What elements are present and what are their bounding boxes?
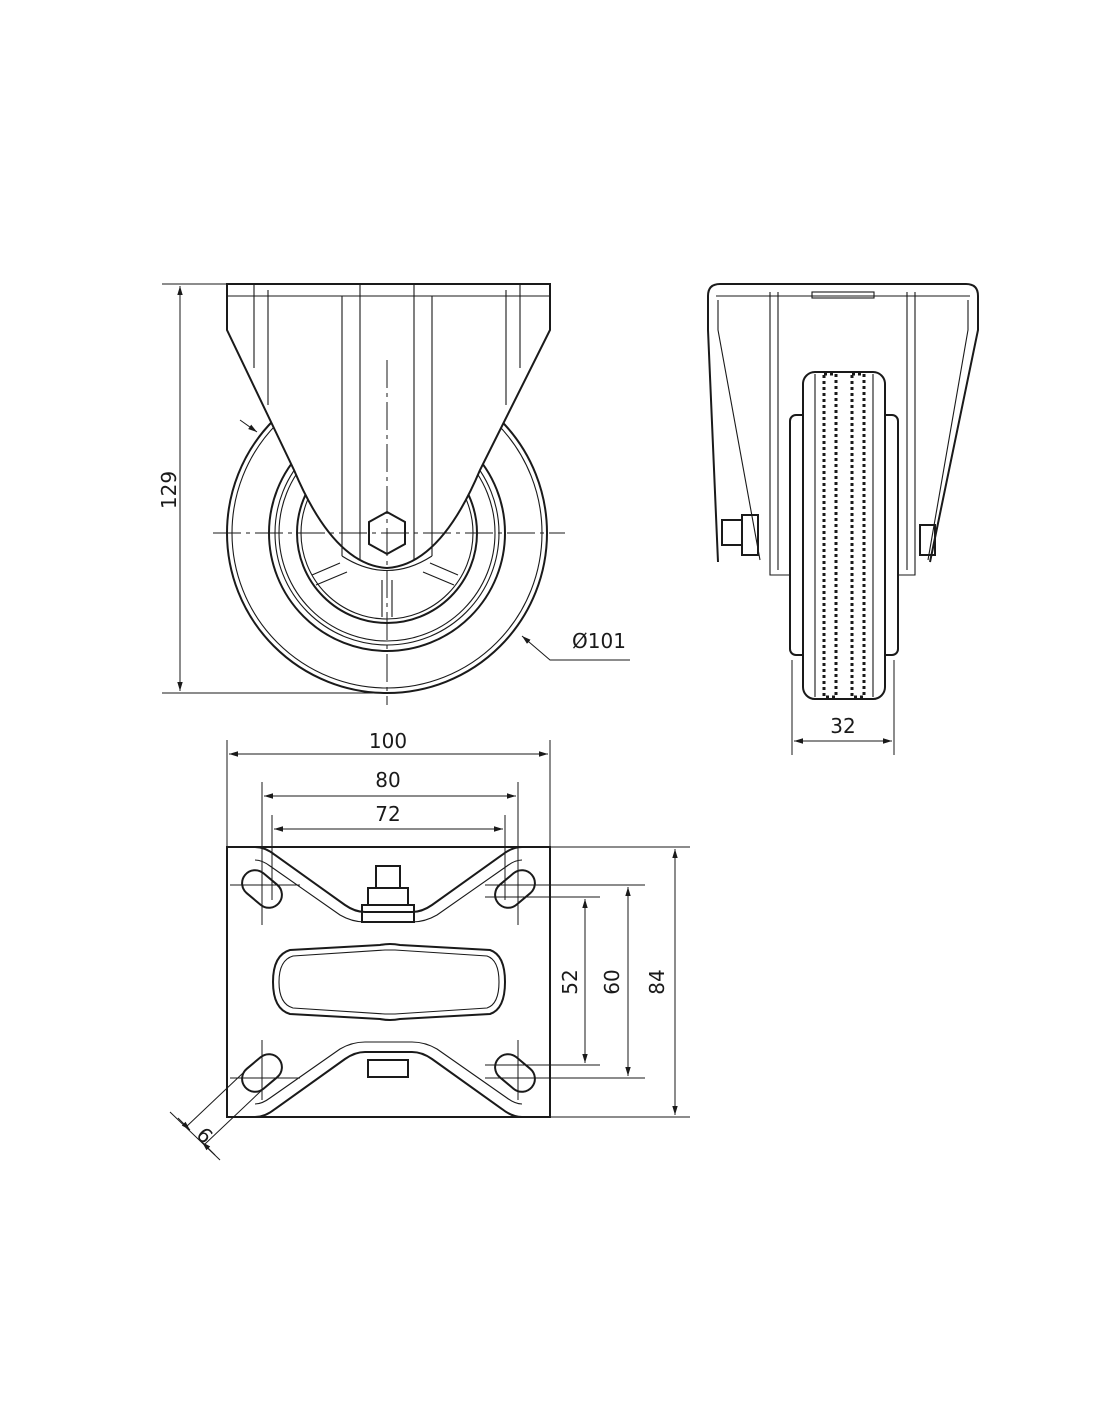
front-view: 129 Ø101: [157, 283, 630, 705]
dim-label-9: 9: [192, 1122, 218, 1148]
dim-label-diameter: Ø101: [572, 629, 626, 653]
dim-width: 32: [791, 660, 895, 755]
side-wheel: [789, 371, 899, 700]
dim-horizontal: 100 80 72: [226, 729, 551, 1100]
dim-label-52: 52: [558, 969, 582, 994]
tyre-thickness-arrow: [239, 419, 258, 433]
dim-height: 129: [157, 283, 387, 694]
mounting-slots: [241, 869, 536, 1093]
dim-label-100: 100: [369, 729, 407, 753]
side-view: 32: [707, 283, 979, 755]
dim-label-72: 72: [375, 802, 400, 826]
top-view: 100 80 72 84 60 52: [169, 729, 690, 1161]
dim-diameter: Ø101: [521, 629, 630, 661]
center-lines: [213, 360, 565, 705]
center-slot: [271, 943, 507, 1021]
dim-vertical: 84 60 52: [230, 846, 690, 1118]
dim-label-84: 84: [645, 969, 669, 994]
dim-label-60: 60: [600, 969, 624, 994]
dim-label-80: 80: [375, 768, 400, 792]
axle-bolt: [721, 519, 743, 546]
dim-label-32: 32: [830, 714, 855, 738]
fork-bracket: [226, 283, 551, 571]
dim-label-129: 129: [157, 471, 181, 509]
